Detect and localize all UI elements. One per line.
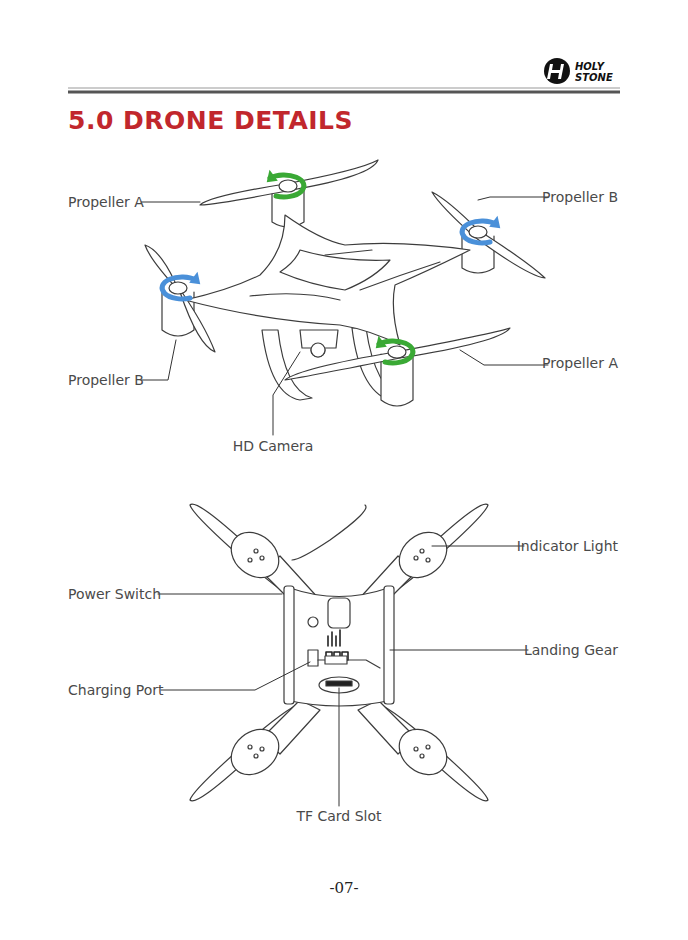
part-label: HD Camera	[233, 438, 314, 454]
part-label: Charging Port	[68, 682, 163, 698]
motor-pod	[222, 720, 288, 784]
part-label: Indicator Light	[517, 538, 618, 554]
charging-port	[308, 650, 318, 666]
propeller-blade	[145, 245, 215, 352]
header-rule	[68, 88, 620, 89]
motor-pod	[390, 720, 456, 784]
part-label: Propeller B	[542, 189, 618, 205]
landing-gear	[284, 586, 294, 704]
page-number: -07-	[329, 880, 358, 896]
part-label: TF Card Slot	[296, 808, 381, 824]
brand-text: STONE	[575, 73, 613, 83]
part-label: Propeller A	[68, 194, 144, 210]
part-label: Power Switch	[68, 586, 161, 602]
header-rule	[68, 91, 620, 94]
propeller-blade	[432, 192, 545, 278]
body-shell	[280, 250, 390, 290]
propeller-blade	[285, 328, 510, 380]
propeller-blade	[200, 160, 378, 205]
landing-gear	[384, 586, 394, 704]
part-label: Landing Gear	[524, 642, 618, 658]
hd-camera	[311, 343, 325, 357]
power-switch	[308, 617, 318, 627]
body-line	[250, 294, 340, 300]
leader-line	[141, 197, 548, 806]
part-label: Propeller A	[542, 355, 618, 371]
part-label: Propeller B	[68, 372, 144, 388]
rotation-arrow	[462, 221, 496, 243]
drone-body	[185, 215, 470, 345]
brand-text: HOLY	[575, 62, 604, 72]
motor-pod	[390, 523, 456, 587]
body-vent	[325, 250, 372, 255]
logo-mark	[544, 58, 570, 84]
rotation-arrow	[162, 277, 196, 299]
motor-pod	[222, 523, 288, 587]
page-title: 5.0 DRONE DETAILS	[68, 106, 353, 136]
body-line	[360, 262, 440, 290]
battery-cover	[328, 598, 350, 628]
